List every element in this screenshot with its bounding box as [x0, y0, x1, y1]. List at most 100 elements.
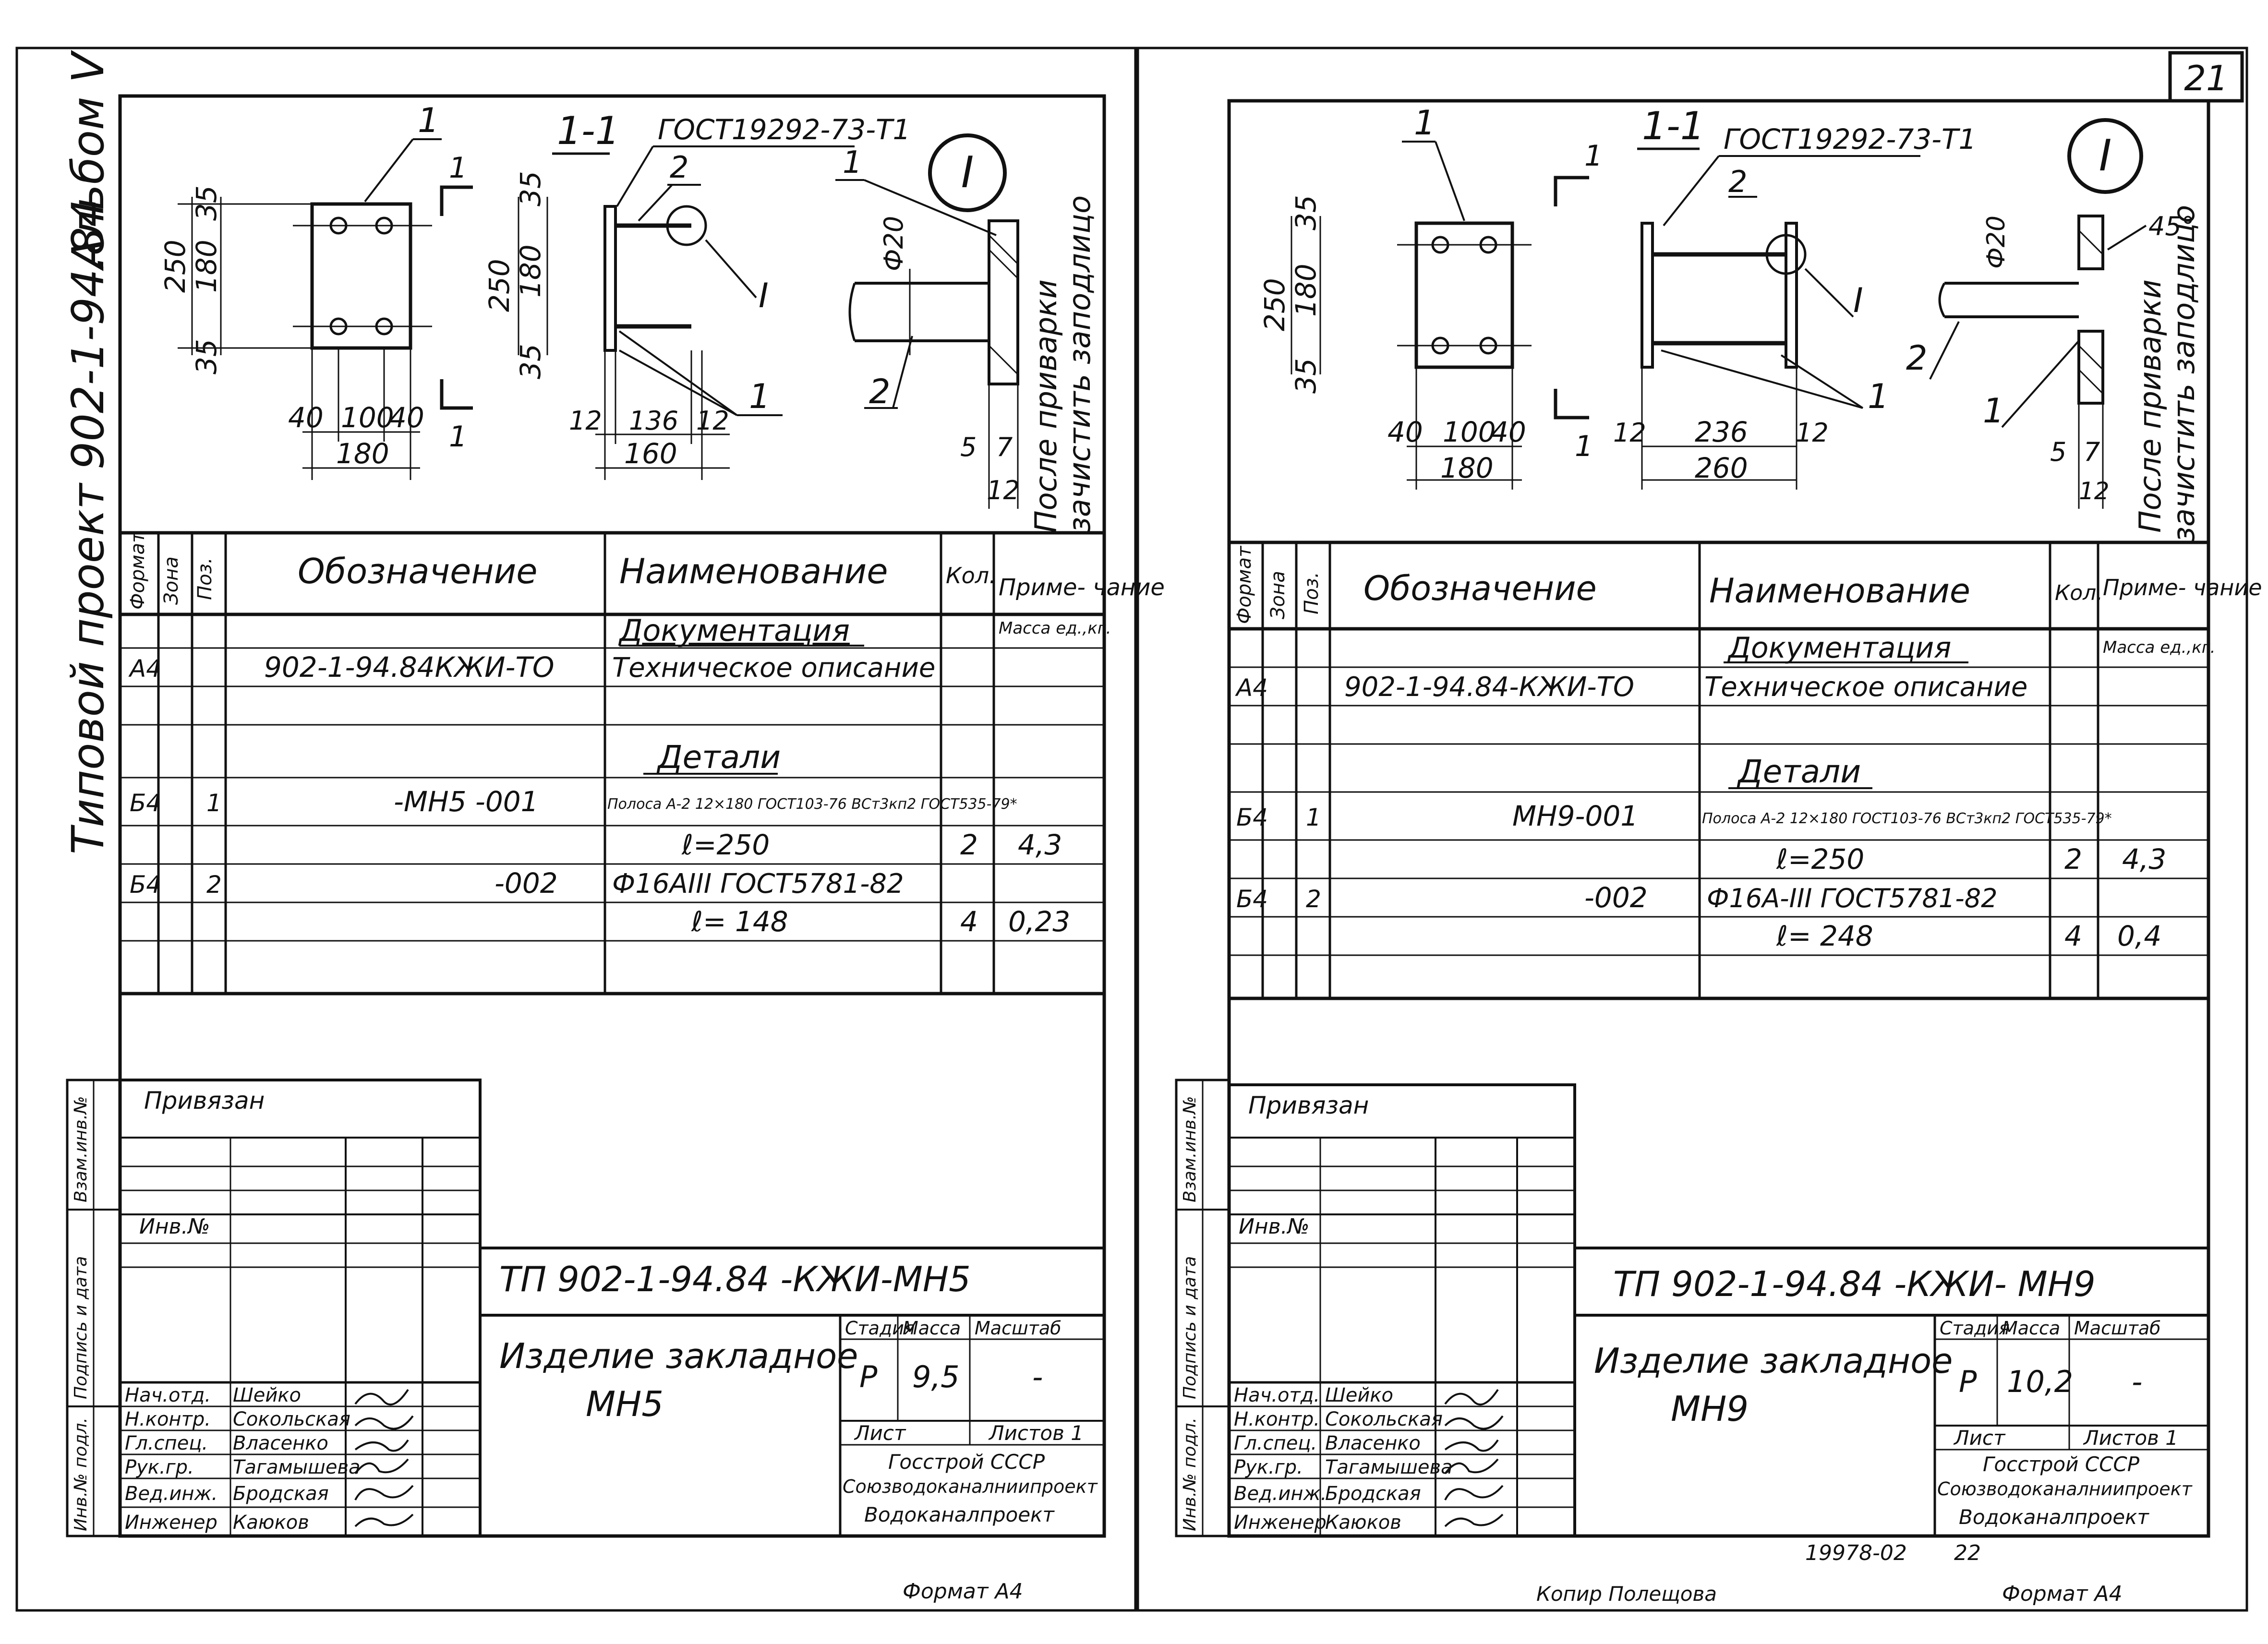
svg-text:180: 180 [190, 240, 223, 293]
svg-text:136: 136 [629, 406, 678, 436]
left-title-block: Привязан Инв.№ ТП 902-1-94.84 -КЖИ-МН5 И… [119, 1079, 1104, 1537]
svg-text:Подпись и дата: Подпись и дата [1180, 1256, 1200, 1399]
svg-text:1: 1 [1584, 139, 1603, 173]
weld-note: После приварки [1028, 279, 1063, 533]
weld-point [375, 317, 393, 336]
svg-text:12: 12 [1613, 418, 1646, 448]
svg-text:Вед.инж.: Вед.инж. [125, 1483, 217, 1505]
svg-text:180: 180 [336, 437, 389, 470]
svg-text:Формат: Формат [127, 531, 149, 610]
svg-text:Союзводоканалниипроект: Союзводоканалниипроект [1937, 1478, 2193, 1500]
svg-text:35: 35 [1290, 358, 1322, 394]
svg-text:1: 1 [449, 151, 467, 185]
svg-text:7: 7 [996, 432, 1013, 462]
svg-text:I: I [1853, 281, 1863, 320]
left-inner-frame [118, 94, 1106, 1538]
svg-text:Подпись и дата: Подпись и дата [71, 1256, 91, 1399]
right-spec-table: Формат Зона Поз. Обозначение Наименовани… [1229, 540, 2262, 1000]
svg-text:Формат: Формат [1233, 545, 1255, 624]
svg-text:236: 236 [1695, 416, 1748, 448]
svg-text:7: 7 [2084, 437, 2100, 467]
page-number: 21 [2184, 58, 2228, 98]
svg-text:ℓ= 148: ℓ= 148 [691, 905, 788, 938]
svg-text:12: 12 [1796, 418, 1829, 448]
right-title-block: Привязан Инв.№ ТП 902-1-94.84 -КЖИ- МН9 … [1228, 1083, 2208, 1537]
svg-text:Полоса А-2 12×180 ГОСТ103-76 В: Полоса А-2 12×180 ГОСТ103-76 ВСт3кп2 ГОС… [607, 796, 1017, 813]
svg-text:Наименование: Наименование [1709, 571, 1970, 611]
svg-text:0,4: 0,4 [2117, 920, 2161, 952]
svg-text:Привязан: Привязан [144, 1087, 265, 1115]
format-label: Формат А4 [903, 1579, 1023, 1604]
svg-text:Инв.№ подл.: Инв.№ подл. [1180, 1417, 1200, 1531]
svg-text:1: 1 [1868, 377, 1889, 416]
svg-text:зачистить заподлицо: зачистить заподлицо [1062, 195, 1097, 533]
svg-text:Инженер: Инженер [125, 1512, 217, 1534]
svg-text:Зона: Зона [160, 556, 182, 605]
svg-text:Документация: Документация [1727, 631, 1951, 665]
svg-text:1: 1 [843, 145, 862, 180]
left-drawing: 250 180 35 35 40 100 40 180 1 1 1 1 [159, 101, 1097, 533]
svg-text:Масса ед.,кг.: Масса ед.,кг. [999, 619, 1111, 638]
svg-text:5: 5 [2050, 437, 2066, 467]
svg-text:Инв.№ подл.: Инв.№ подл. [71, 1417, 91, 1531]
svg-text:Б4: Б4 [130, 871, 161, 899]
svg-text:Ф16А-III ГОСТ5781-82: Ф16А-III ГОСТ5781-82 [1707, 883, 1997, 913]
right-sheet-frame [1136, 47, 2248, 1612]
svg-text:Б4: Б4 [130, 789, 161, 817]
svg-text:Тагамышева: Тагамышева [233, 1456, 361, 1478]
svg-text:I: I [961, 147, 974, 198]
svg-text:100: 100 [1443, 416, 1496, 448]
plate-view [310, 202, 412, 350]
svg-text:2: 2 [869, 372, 891, 411]
svg-text:1: 1 [206, 789, 222, 817]
svg-text:0,23: 0,23 [1008, 905, 1070, 938]
left-sheet-frame [15, 47, 1137, 1612]
svg-text:Тагамышева: Тагамышева [1325, 1456, 1453, 1478]
svg-text:Приме- чание: Приме- чание [999, 574, 1165, 601]
svg-text:Бродская: Бродская [1325, 1483, 1421, 1505]
svg-text:Водоканалпроект: Водоканалпроект [864, 1503, 1055, 1526]
svg-text:Инв.№: Инв.№ [139, 1214, 210, 1239]
svg-text:МН5: МН5 [586, 1384, 664, 1424]
svg-text:Каюков: Каюков [233, 1512, 309, 1534]
svg-text:Масса: Масса [2002, 1318, 2060, 1339]
svg-text:1: 1 [449, 420, 467, 454]
weld-point [329, 216, 348, 235]
svg-text:Изделие закладное: Изделие закладное [499, 1336, 858, 1376]
svg-text:ГОСТ19292-73-Т1: ГОСТ19292-73-Т1 [1724, 123, 1976, 156]
svg-text:2: 2 [1728, 164, 1747, 199]
svg-text:4,3: 4,3 [1018, 828, 1062, 861]
svg-text:Власенко: Власенко [233, 1432, 328, 1454]
svg-text:Р: Р [1959, 1364, 1977, 1399]
svg-text:9,5: 9,5 [912, 1359, 960, 1394]
svg-text:160: 160 [624, 437, 677, 470]
svg-text:Стадия: Стадия [845, 1318, 915, 1339]
bottom-code: 22 [1954, 1541, 1981, 1565]
svg-text:2: 2 [206, 871, 222, 899]
svg-text:2: 2 [670, 150, 688, 185]
svg-text:Техническое описание: Техническое описание [1704, 672, 2027, 703]
svg-text:ℓ= 248: ℓ= 248 [1776, 920, 1873, 952]
svg-text:250: 250 [1258, 278, 1291, 331]
svg-text:Поз.: Поз. [1301, 572, 1323, 614]
svg-text:Стадия: Стадия [1940, 1318, 2010, 1339]
svg-text:Лист: Лист [1953, 1426, 2006, 1450]
svg-text:260: 260 [1695, 452, 1748, 484]
svg-text:Шейко: Шейко [233, 1384, 301, 1406]
svg-text:Документация: Документация [618, 613, 850, 648]
svg-text:Масса ед.,кг.: Масса ед.,кг. [2103, 638, 2215, 657]
project-title: Типовой проект 902-1-94.84 [62, 199, 114, 854]
right-sheet: 250 180 35 35 40 100 40 180 1 1 1 1-1 ГО… [1175, 99, 2262, 1606]
svg-text:Взам.инв.№: Взам.инв.№ [71, 1096, 91, 1202]
svg-text:Зона: Зона [1267, 571, 1289, 619]
left-side-strip: Инв.№ подл. Подпись и дата Взам.инв.№ [66, 1079, 121, 1537]
svg-text:45°: 45° [2148, 211, 2195, 241]
bottom-code: 19978-02 [1805, 1541, 1907, 1565]
svg-text:А4: А4 [128, 655, 161, 683]
svg-text:180: 180 [1440, 452, 1494, 484]
svg-text:40: 40 [389, 401, 424, 434]
svg-text:100: 100 [341, 401, 394, 434]
signature [354, 1389, 409, 1406]
svg-text:Приме- чание: Приме- чание [2103, 575, 2262, 600]
svg-text:Б4: Б4 [1236, 885, 1268, 913]
